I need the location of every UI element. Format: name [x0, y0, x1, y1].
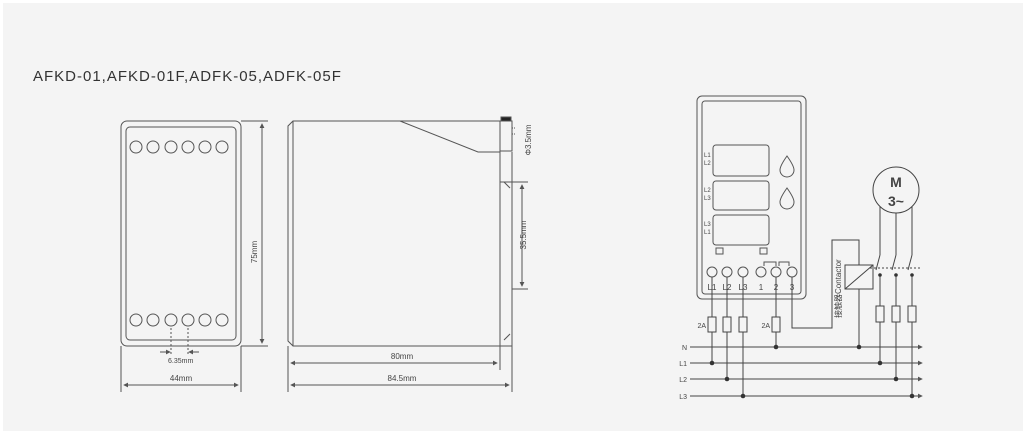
line-label: L3	[679, 394, 687, 401]
fuse	[891, 305, 901, 323]
terminal-2	[770, 266, 782, 278]
terminal-3	[786, 266, 798, 278]
terminal-l1	[706, 266, 718, 278]
line-label: L2	[679, 377, 687, 384]
relay-contact-a	[763, 261, 777, 266]
bottom-terminal-row	[129, 313, 229, 327]
side-view	[287, 116, 528, 392]
front-view	[120, 120, 268, 392]
front-outer-outline	[120, 120, 242, 347]
line-labels: N L1 L2 L3	[679, 345, 687, 401]
display-label: L2	[704, 188, 711, 194]
display-labels: L1 L2 L2 L3 L3 L1	[704, 153, 711, 236]
fuse	[722, 316, 732, 333]
relay-inner-outline	[701, 100, 802, 295]
relay-body	[696, 95, 807, 300]
terminal-hole	[215, 313, 229, 327]
display-window	[712, 144, 770, 177]
motor-label-top: M	[890, 174, 902, 190]
display-label: L2	[704, 161, 711, 167]
side-slope-edge	[399, 120, 500, 153]
display-label: L1	[704, 153, 711, 159]
terminal-1	[755, 266, 767, 278]
terminal-hole	[129, 140, 143, 154]
display-window	[712, 214, 770, 246]
terminal-hole	[198, 313, 212, 327]
display-window	[712, 180, 770, 211]
fuse	[771, 316, 781, 333]
drop-icon	[779, 187, 795, 210]
fuse	[707, 316, 717, 333]
side-body-outline	[287, 120, 501, 347]
drop-icon	[779, 155, 795, 178]
pitch-dim-label: 6.35mm	[168, 358, 193, 365]
contactor-label: 接触器Contactor	[833, 259, 843, 318]
hole-dim-label: Φ3.5mm	[524, 124, 533, 155]
terminal-hole	[129, 313, 143, 327]
background-panel	[3, 3, 1023, 431]
motor-label-bottom: 3~	[888, 193, 904, 209]
terminal-l3	[737, 266, 749, 278]
relay-contact-b	[778, 261, 790, 266]
width-dim-label: 44mm	[170, 374, 193, 383]
relay-outer-outline	[696, 95, 807, 300]
top-terminal-row	[129, 140, 229, 154]
terminal-hole	[146, 140, 160, 154]
terminal-hole	[198, 140, 212, 154]
page-title: AFKD-01,AFKD-01F,ADFK-05,ADFK-05F	[33, 68, 342, 85]
fuse-label: 2A	[761, 323, 770, 330]
terminal-l2	[721, 266, 733, 278]
display-label: L1	[704, 230, 711, 236]
front-inner-outline	[125, 126, 237, 341]
terminal-hole	[181, 140, 195, 154]
side-flange-top	[499, 120, 513, 152]
side-flange-bottom	[500, 181, 513, 347]
height-dim-label: 75mm	[250, 241, 259, 264]
terminal-hole	[215, 140, 229, 154]
fuse	[875, 305, 885, 323]
terminal-hole	[181, 313, 195, 327]
mount-hole-mark	[500, 116, 512, 122]
display-label: L3	[704, 196, 711, 202]
terminal-hole	[146, 313, 160, 327]
indicator-led	[759, 247, 768, 255]
display-label: L3	[704, 222, 711, 228]
terminal-label: 1	[759, 283, 764, 292]
indicator-led	[715, 247, 724, 255]
terminal-hole	[164, 313, 178, 327]
total-dim-label: 84.5mm	[388, 374, 417, 383]
fuse	[907, 305, 917, 323]
terminal-hole	[164, 140, 178, 154]
line-label: N	[682, 345, 687, 352]
line-label: L1	[679, 361, 687, 368]
junction-dots	[709, 273, 915, 399]
fuse	[738, 316, 748, 333]
rail-dim-label: 35.5mm	[519, 220, 528, 249]
body-dim-label: 80mm	[391, 352, 414, 361]
terminal-labels: L1 L2 L3 1 2 3	[708, 283, 795, 292]
fuse-label: 2A	[697, 323, 706, 330]
